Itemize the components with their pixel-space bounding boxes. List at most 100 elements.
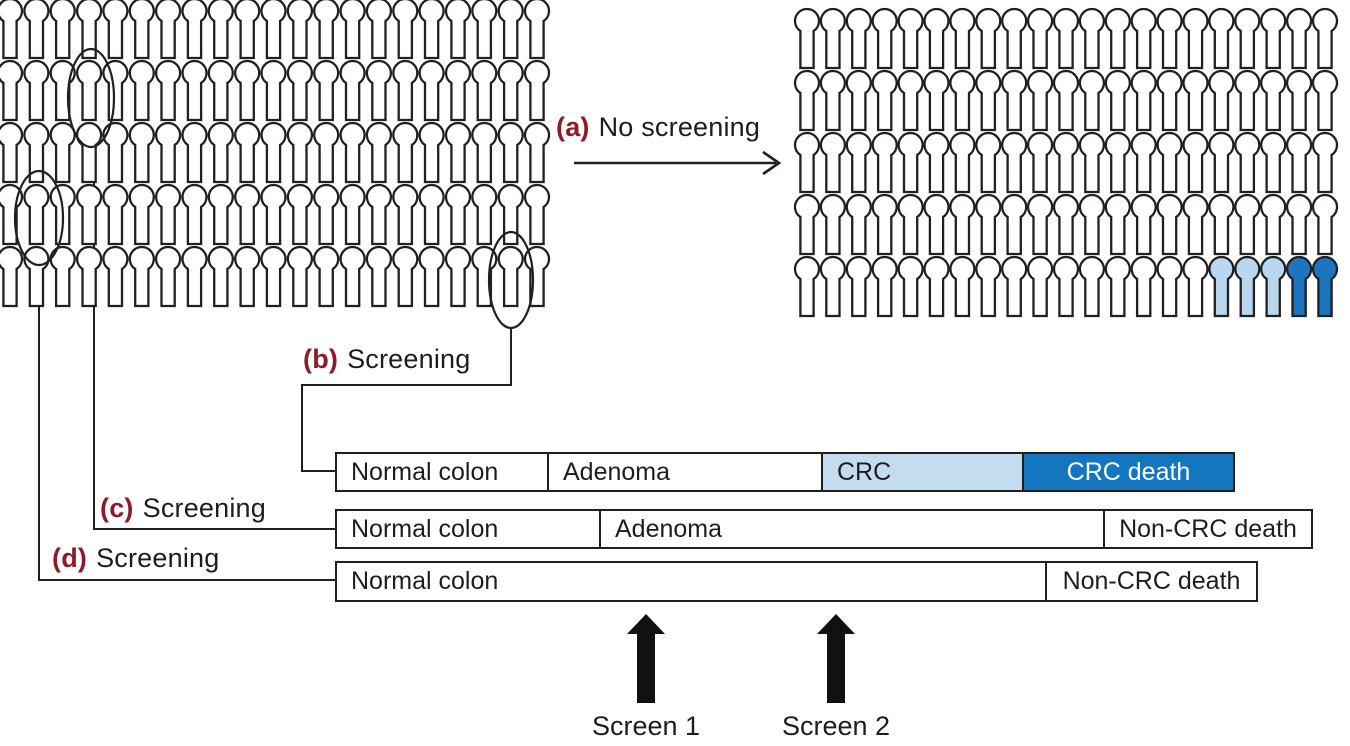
person-icon [1234, 131, 1261, 194]
person-icon [1130, 255, 1157, 318]
person-icon [1001, 255, 1028, 318]
person-icon [949, 255, 976, 318]
person-icon [207, 245, 234, 308]
person-icon [1311, 7, 1339, 70]
person-icon [444, 121, 472, 184]
person-icon [975, 193, 1002, 256]
person-icon [497, 59, 524, 122]
person-icon [1311, 131, 1339, 194]
segment-non-crc-death: Non-CRC death [1045, 563, 1256, 600]
person-icon [128, 121, 155, 184]
person-icon [365, 245, 393, 308]
person-icon [845, 193, 872, 256]
person-icon [0, 59, 24, 122]
person-icon [313, 183, 340, 246]
person-icon [497, 245, 524, 308]
person-icon [444, 245, 472, 308]
person-icon [793, 131, 821, 194]
person-icon [923, 193, 950, 256]
person-icon [1260, 193, 1287, 256]
person-icon [1001, 193, 1028, 256]
person-icon [923, 69, 950, 132]
person-icon [339, 183, 366, 246]
person-icon [1130, 193, 1157, 256]
person-icon [1285, 193, 1313, 256]
person-icon [1026, 69, 1054, 132]
person-icon [365, 121, 393, 184]
person-icon [154, 183, 182, 246]
highlight-ellipses [13, 47, 535, 330]
person-icon [523, 183, 551, 246]
person-icon [793, 255, 821, 318]
person-icon [497, 121, 524, 184]
person-icon [75, 183, 103, 246]
person-icon [1052, 255, 1080, 318]
person-icon [897, 255, 924, 318]
person-icon [1001, 7, 1028, 70]
label-a-prefix: (a) [556, 112, 590, 142]
person-icon [1078, 255, 1106, 318]
person-icon [845, 255, 872, 318]
person-icon [1260, 69, 1287, 132]
person-icon [234, 0, 261, 60]
person-icon [1234, 7, 1261, 70]
person-icon [1026, 7, 1054, 70]
person-icon [181, 183, 208, 246]
label-d-text: Screening [96, 543, 220, 573]
population-grid-right [793, 7, 1339, 318]
person-icon [0, 0, 24, 60]
person-icon [1104, 131, 1131, 194]
label-a: (a)No screening [556, 112, 760, 143]
screen2-arrow-icon [817, 614, 855, 703]
person-icon [207, 121, 234, 184]
connector-line-b [301, 328, 512, 472]
person-icon [444, 59, 472, 122]
circled-person-b [487, 230, 535, 330]
person-icon [897, 193, 924, 256]
person-icon [260, 245, 287, 308]
person-icon [1026, 193, 1054, 256]
person-icon [523, 0, 551, 60]
person-icon [1130, 69, 1157, 132]
person-icon [234, 183, 261, 246]
person-icon [1182, 69, 1209, 132]
person-icon [260, 121, 287, 184]
person-icon [1026, 255, 1054, 318]
person-icon [1156, 255, 1183, 318]
person-icon [1078, 193, 1106, 256]
person-icon [1285, 7, 1313, 70]
person-icon [845, 131, 872, 194]
connector-line-d [38, 264, 335, 581]
person-icon [1156, 7, 1183, 70]
person-icon [1052, 69, 1080, 132]
segment-adenoma: Adenoma [547, 454, 821, 490]
person-icon [523, 121, 551, 184]
person-icon [1260, 255, 1287, 318]
person-icon [871, 193, 898, 256]
person-icon [128, 0, 155, 60]
person-icon [418, 183, 445, 246]
person-icon [471, 121, 498, 184]
label-d: (d)Screening [52, 543, 220, 574]
person-icon [1182, 131, 1209, 194]
person-icon [154, 0, 182, 60]
person-icon [1052, 193, 1080, 256]
person-icon [181, 121, 208, 184]
segment-crc-death: CRC death [1022, 454, 1233, 490]
circled-person-c [66, 47, 116, 149]
person-icon [418, 121, 445, 184]
person-icon [871, 7, 898, 70]
person-icon [418, 245, 445, 308]
segment-normal-colon: Normal colon [337, 454, 547, 490]
person-icon [1078, 69, 1106, 132]
person-icon [871, 69, 898, 132]
person-icon [313, 245, 340, 308]
person-icon [234, 245, 261, 308]
person-icon [1078, 7, 1106, 70]
person-icon [286, 0, 314, 60]
person-icon [1001, 69, 1028, 132]
segment-non-crc-death: Non-CRC death [1103, 511, 1311, 547]
segment-crc: CRC [821, 454, 1022, 490]
